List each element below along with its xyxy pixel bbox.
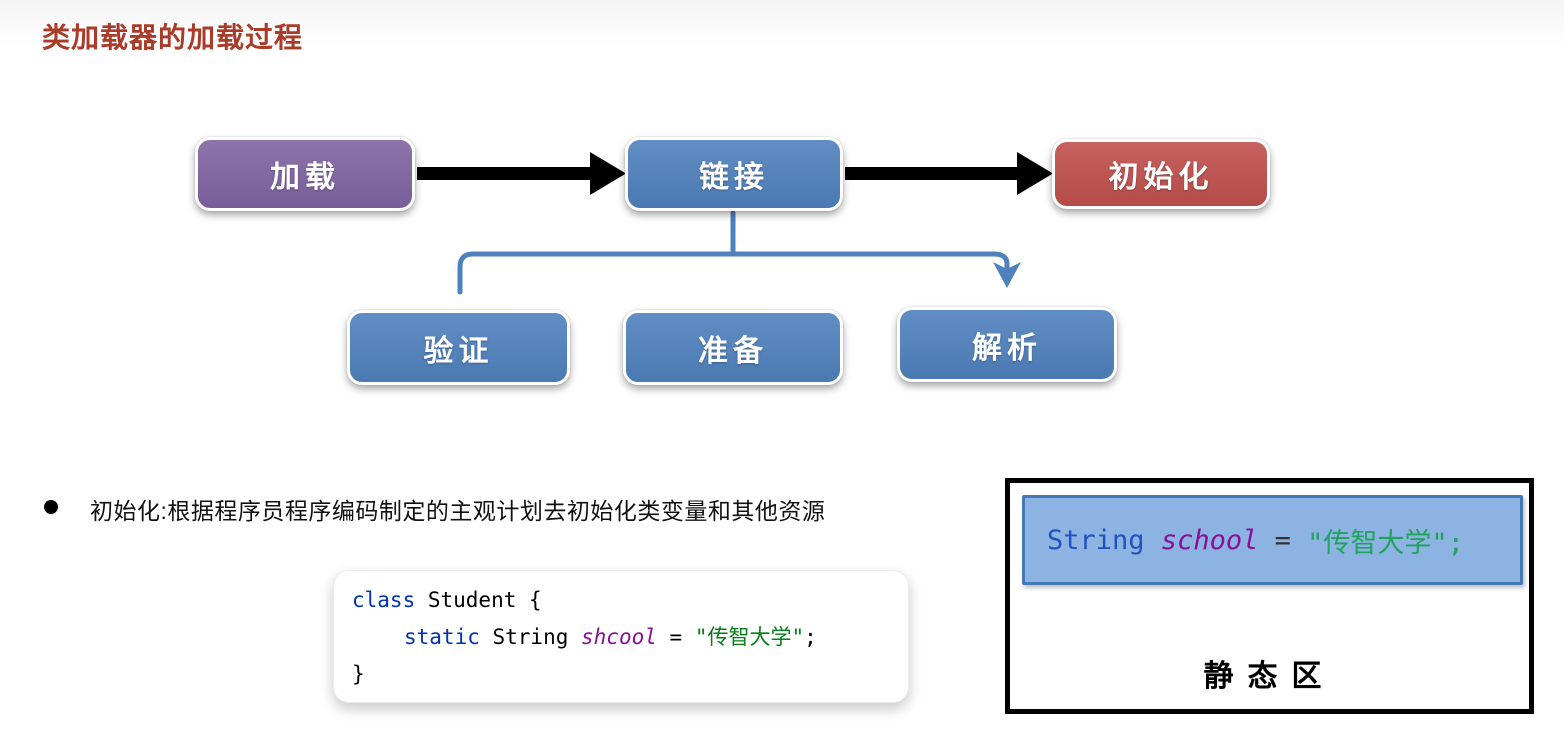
code-snippet-student-class: class Student { static String shcool = "… <box>333 570 909 703</box>
equals-sign: = <box>1258 524 1308 556</box>
flow-node-initialize: 初始化 <box>1052 139 1270 209</box>
field-school: school <box>1160 524 1259 556</box>
keyword-class: class <box>352 588 416 612</box>
flow-node-initialize-label: 初始化 <box>1108 161 1214 194</box>
page-title: 类加载器的加载过程 <box>42 22 304 53</box>
code-line-1: class Student { <box>352 582 890 619</box>
bullet-item-initialize: 初始化:根据程序员程序编码制定的主观计划去初始化类变量和其他资源 <box>44 492 825 526</box>
code-text: Student { <box>415 588 542 612</box>
field-shcool: shcool <box>581 625 657 649</box>
closing-brace: } <box>352 662 365 686</box>
code-line-3: } <box>352 656 890 693</box>
arrow-load-to-link <box>417 152 626 195</box>
flow-node-link: 链接 <box>625 137 843 211</box>
flow-node-verify-label: 验证 <box>423 334 494 368</box>
keyword-static: static <box>404 625 480 649</box>
bullet-text: 初始化:根据程序员程序编码制定的主观计划去初始化类变量和其他资源 <box>90 498 826 524</box>
flow-node-load-label: 加载 <box>270 161 340 194</box>
code-text <box>1145 525 1161 556</box>
equals-sign: = <box>656 625 695 649</box>
string-literal: "传智大学" <box>694 625 805 649</box>
down-arrowhead-icon <box>993 262 1021 288</box>
diagram-connectors <box>417 152 1053 295</box>
static-area-panel: String school = "传智大学"; 静态区 <box>1005 478 1534 714</box>
bullet-icon <box>44 500 58 514</box>
arrow-link-to-init <box>845 152 1053 195</box>
type-string: String <box>479 625 582 649</box>
code-line-2: static String shcool = "传智大学"; <box>352 619 890 656</box>
flow-node-prepare: 准备 <box>623 310 843 385</box>
static-area-code-box: String school = "传智大学"; <box>1022 495 1523 585</box>
flow-node-resolve: 解析 <box>897 307 1117 382</box>
string-literal: "传智大学"; <box>1307 527 1464 559</box>
type-string: String <box>1047 524 1145 556</box>
static-area-label: 静态区 <box>1203 660 1336 693</box>
flow-node-link-label: 链接 <box>699 161 769 194</box>
flow-node-load: 加载 <box>195 137 415 211</box>
flow-node-prepare-label: 准备 <box>698 334 768 368</box>
semicolon: ; <box>804 625 817 649</box>
flow-node-resolve-label: 解析 <box>972 331 1042 365</box>
flow-node-verify: 验证 <box>347 310 570 385</box>
link-branch-connector <box>457 210 1021 295</box>
